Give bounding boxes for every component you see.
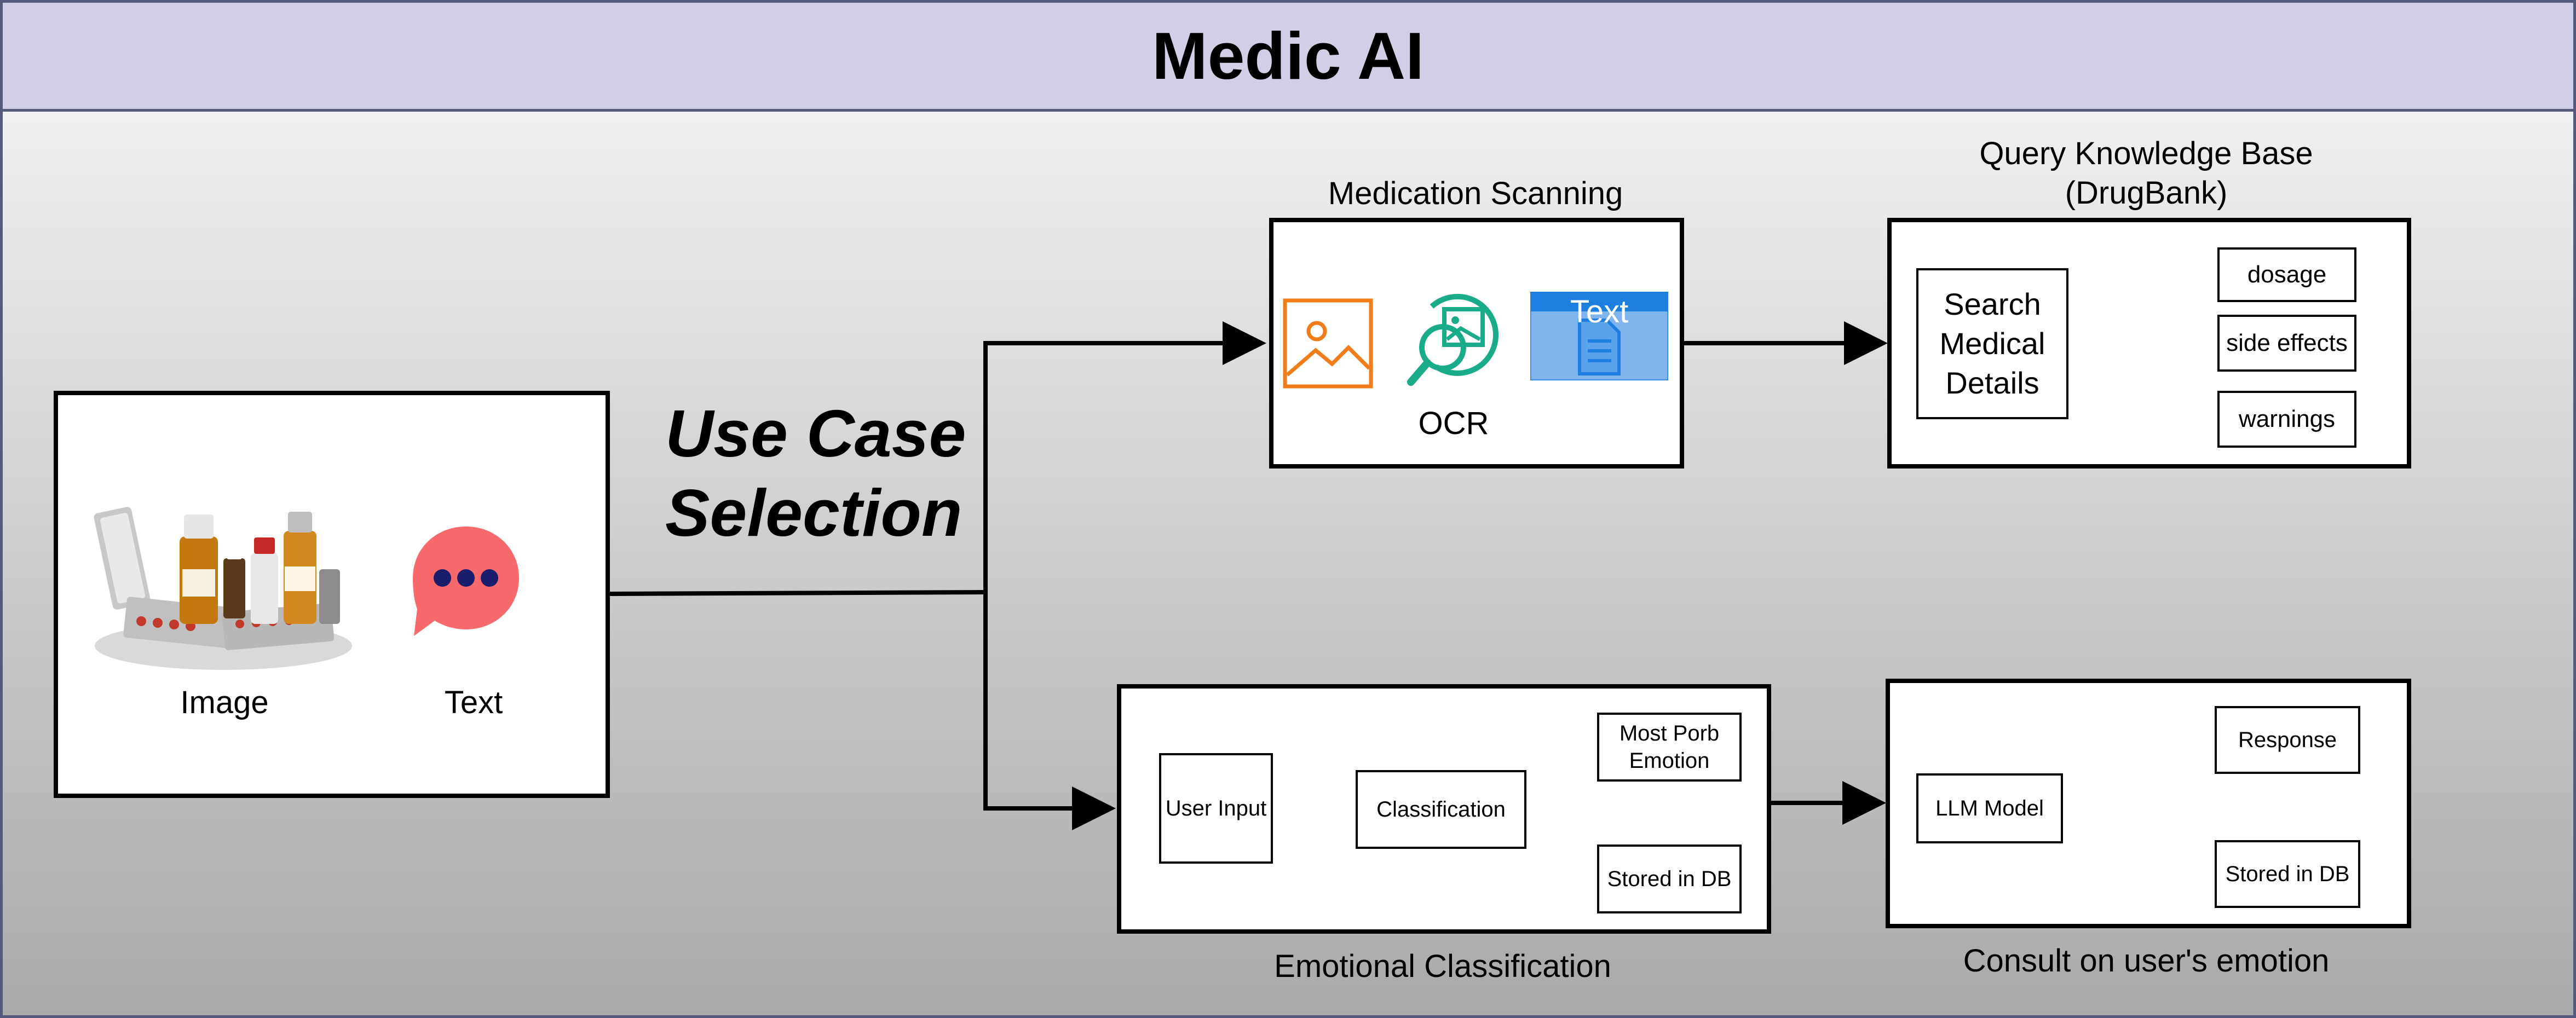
classification-node: Classification bbox=[1356, 770, 1526, 849]
branch-to-emotion-arrow bbox=[983, 592, 1116, 830]
consult-title: Consult on user's emotion bbox=[1963, 943, 2330, 979]
use-case-line1: Use Case bbox=[665, 396, 966, 471]
search-line2: Medical bbox=[1939, 326, 2045, 361]
use-case-selection-label: Use Case Selection bbox=[665, 394, 972, 553]
medication-photo bbox=[94, 507, 352, 670]
use-case-line2: Selection bbox=[665, 476, 963, 550]
llm-model-node: LLM Model bbox=[1916, 773, 2063, 843]
branch-to-scanning-arrow bbox=[983, 321, 1266, 592]
ocr-scan-icon bbox=[1407, 293, 1499, 386]
chat-bubble-icon bbox=[413, 527, 519, 636]
image-icon bbox=[1283, 298, 1373, 389]
search-medical-details-node: Search Medical Details bbox=[1916, 268, 2068, 419]
knowledge-base-title: Query Knowledge Base (DrugBank) bbox=[1883, 134, 2409, 213]
user-input-node: User Input bbox=[1159, 753, 1273, 864]
medication-scanning-title: Medication Scanning bbox=[1328, 176, 1623, 211]
most-prob-line1: Most Porb bbox=[1619, 721, 1720, 745]
ocr-label: OCR bbox=[1418, 406, 1489, 441]
consult-stored-in-db-node: Stored in DB bbox=[2215, 840, 2360, 908]
side-effects-node: side effects bbox=[2217, 315, 2356, 372]
dosage-node: dosage bbox=[2217, 247, 2356, 302]
search-line3: Details bbox=[1945, 366, 2039, 400]
emotion-stored-in-db-node: Stored in DB bbox=[1597, 845, 1742, 913]
warnings-node: warnings bbox=[2217, 391, 2356, 448]
knowledge-base-title-line2: (DrugBank) bbox=[2065, 175, 2228, 211]
knowledge-base-title-line1: Query Knowledge Base bbox=[1979, 136, 2313, 171]
text-document-icon bbox=[1530, 292, 1668, 380]
diagram-title: Medic AI bbox=[0, 0, 2576, 112]
emotional-classification-title: Emotional Classification bbox=[1274, 948, 1611, 984]
text-label: Text bbox=[444, 685, 503, 720]
most-prob-emotion-node: Most Porb Emotion bbox=[1597, 713, 1742, 782]
input-to-branch-line bbox=[608, 590, 986, 596]
most-prob-line2: Emotion bbox=[1629, 749, 1710, 773]
text-document-label: Text bbox=[1570, 294, 1629, 329]
image-label: Image bbox=[180, 685, 269, 720]
response-node: Response bbox=[2215, 706, 2360, 774]
search-line1: Search bbox=[1944, 287, 2041, 321]
